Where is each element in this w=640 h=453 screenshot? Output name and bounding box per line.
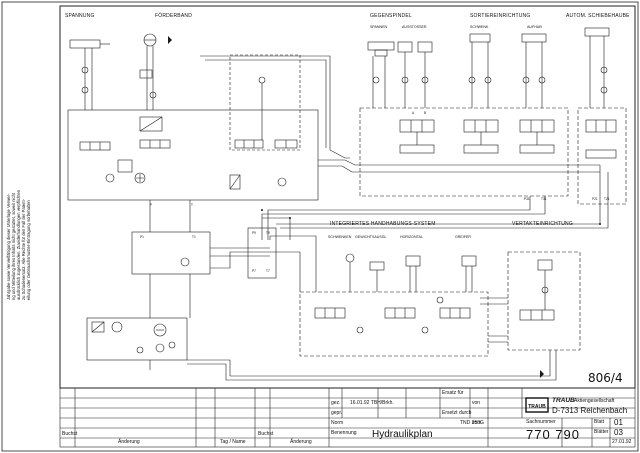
svg-text:TRAUB: TRAUB bbox=[528, 404, 546, 410]
label-gewichtsausgl: GEWICHTSAUSGL bbox=[355, 235, 387, 239]
ersatz-fuer: Ersatz für bbox=[442, 390, 464, 396]
vertakt-block bbox=[507, 251, 581, 351]
rev-col-buchst: Buchst bbox=[62, 431, 78, 437]
section-sortiereinrichtung: SORTIEREINRICHTUNG bbox=[470, 13, 531, 19]
section-integriertes-handhabung: INTEGRIERTES HANDHABUNGS-SYSTEM bbox=[330, 221, 436, 227]
ersetzt-durch: Ersetzt durch bbox=[442, 410, 472, 416]
inner-frame bbox=[59, 5, 636, 389]
port-t: T bbox=[191, 203, 193, 207]
label-spannen: SPANNEN bbox=[370, 25, 388, 29]
port-p: P bbox=[150, 203, 153, 207]
blatt-value: 01 bbox=[614, 418, 623, 427]
port-t21: T21 bbox=[604, 197, 610, 201]
main-valve-block bbox=[67, 109, 319, 201]
port-p1: P1 bbox=[140, 235, 144, 239]
label-schwenk: SCHWENK bbox=[470, 25, 489, 29]
company-sub: Aktiengesellschaft bbox=[574, 398, 615, 404]
row-gepr: gepr. bbox=[331, 410, 343, 416]
section-vertakteinrichtung: VERTAKTEINRICHTUNG bbox=[512, 221, 573, 227]
label-schwenken: SCHWENKEN bbox=[328, 235, 352, 239]
label-greifer: GREIFER bbox=[455, 235, 471, 239]
sheet-date: 27.01.92 bbox=[612, 439, 632, 445]
pump-unit-block bbox=[86, 317, 188, 361]
label-aufhub: AUFHUB bbox=[527, 25, 542, 29]
rev-col-aenderung: Änderung bbox=[118, 439, 140, 445]
handling-system-block bbox=[299, 291, 489, 357]
rev-col-buchst-2: Buchst bbox=[258, 431, 274, 437]
ersatz-von: von bbox=[472, 400, 481, 406]
port-p21: P21 bbox=[592, 197, 598, 201]
port-b: B bbox=[424, 111, 427, 115]
company-name: TRAUB bbox=[552, 397, 575, 404]
section-spannung: SPANNUNG bbox=[65, 13, 95, 19]
blaetter-value: 03 bbox=[614, 428, 623, 437]
drawing-title: Hydraulikplan bbox=[372, 429, 433, 440]
row-benennung: Benennung bbox=[331, 430, 357, 436]
row-norm: Norm bbox=[331, 420, 344, 426]
rev-col-tag-name: Tag / Name bbox=[220, 439, 246, 445]
rev-col-aenderung-2: Änderung bbox=[290, 439, 312, 445]
gez-value: 16.01.92 TBH/Brkh. bbox=[350, 400, 394, 406]
company-address: D-7313 Reichenbach bbox=[552, 406, 628, 415]
sachnummer-value: 770 790 bbox=[526, 427, 580, 442]
blatt-label: Blatt bbox=[594, 419, 605, 425]
label-horizontal: HORIZONTAL bbox=[400, 235, 423, 239]
section-autom-schiebehaube: AUTOM. SCHIEBEHAUBE bbox=[566, 13, 630, 19]
handwritten-drawing-id: 806/4 bbox=[588, 371, 623, 385]
port-p9: P9 bbox=[252, 231, 256, 235]
port-p31: P31 bbox=[524, 197, 530, 201]
traub-logo bbox=[525, 397, 549, 413]
port-a: A bbox=[412, 111, 415, 115]
section-gegenspindel: GEGENSPINDEL bbox=[370, 13, 412, 19]
port-t7: T7 bbox=[266, 269, 270, 273]
section-foerderband: FÖRDERBAND bbox=[155, 13, 193, 19]
port-p7: P7 bbox=[252, 269, 256, 273]
ersetzt-vom: vom bbox=[472, 420, 482, 426]
copyright-side-note: Jahrgabe sowie Vervielfältigung dieser U… bbox=[6, 190, 31, 300]
blaetter-label: Blätter bbox=[594, 429, 609, 435]
port-t31: T31 bbox=[541, 197, 547, 201]
port-t1: T1 bbox=[192, 235, 196, 239]
side-note-line: eilung oder Gebrauchsmuster-Eintragung v… bbox=[26, 200, 31, 300]
sachnummer-label: Sachnummer bbox=[526, 419, 556, 425]
row-gez: gez. bbox=[331, 400, 341, 406]
model-number: TND 350G bbox=[460, 420, 484, 426]
port-t9: T9 bbox=[266, 231, 270, 235]
label-ausstosser: AUSSTOSSER bbox=[402, 25, 427, 29]
power-unit-block bbox=[131, 231, 211, 275]
